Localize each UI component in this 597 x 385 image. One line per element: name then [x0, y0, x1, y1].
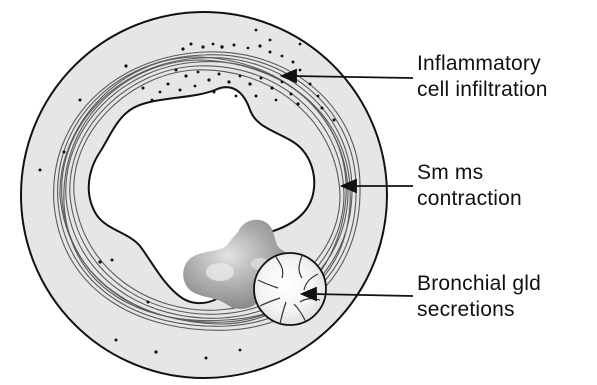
label-line: Inflammatory: [417, 51, 595, 77]
label-line: Bronchial gld: [417, 271, 595, 297]
label-line: contraction: [417, 186, 595, 212]
label-line: Sm ms: [417, 160, 595, 186]
label-line: secretions: [417, 297, 595, 323]
label-bronchial-gland-secretions: Bronchial gld secretions: [417, 271, 595, 323]
label-inflammatory-cell-infiltration: Inflammatory cell infiltration: [417, 51, 595, 103]
mucus-highlight: [206, 263, 234, 281]
label-line: cell infiltration: [417, 77, 595, 103]
label-smooth-muscle-contraction: Sm ms contraction: [417, 160, 595, 212]
